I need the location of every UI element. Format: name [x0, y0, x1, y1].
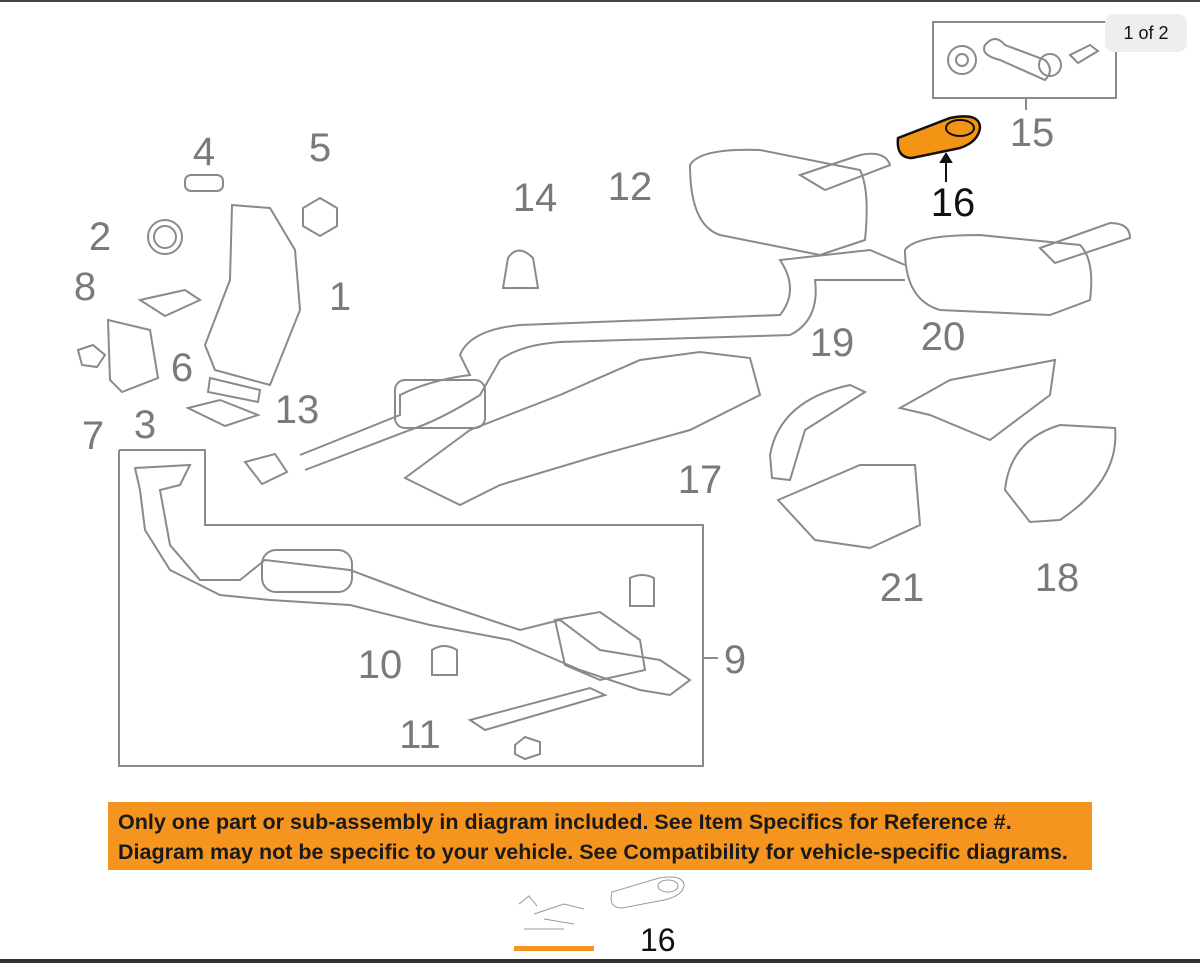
thumbnail-1[interactable]: [514, 884, 594, 955]
callout-21: 21: [879, 566, 925, 610]
callout-16: 16: [930, 181, 976, 225]
top-border: [0, 0, 1200, 2]
callout-11: 11: [399, 713, 441, 757]
callout-6: 6: [170, 346, 194, 390]
thumbnail-part-icon: [610, 876, 685, 909]
subassembly-9-box: [118, 449, 704, 767]
banner-line-1: Only one part or sub-assembly in diagram…: [118, 810, 1012, 834]
callout-13: 13: [274, 388, 320, 432]
subassembly-15-box: [932, 21, 1117, 99]
exhaust-parts-diagram: [76, 21, 1132, 767]
callout-1: 1: [328, 275, 352, 319]
callout-15: 15: [1009, 111, 1055, 155]
callout-18: 18: [1034, 556, 1080, 600]
thumbnail-diagram-icon: [514, 895, 594, 951]
thumbnail-label: 16: [640, 922, 676, 958]
callout-8: 8: [73, 265, 97, 309]
part-16-highlight: [896, 115, 982, 160]
callout-12: 12: [607, 165, 653, 209]
banner-line-2: Diagram may not be specific to your vehi…: [118, 840, 1068, 864]
disclaimer-banner: Only one part or sub-assembly in diagram…: [108, 802, 1092, 870]
callout-7: 7: [81, 414, 105, 458]
callout-10: 10: [357, 643, 403, 687]
callout-14: 14: [512, 176, 558, 220]
callout-5: 5: [308, 126, 332, 170]
callout-3: 3: [133, 403, 157, 447]
callout-20: 20: [920, 315, 966, 359]
callout-19: 19: [809, 321, 855, 365]
image-counter-badge: 1 of 2: [1105, 14, 1187, 52]
callout-4: 4: [192, 130, 216, 174]
thumbnail-2[interactable]: 16: [604, 874, 692, 958]
callout-2: 2: [88, 215, 112, 259]
bottom-border: [0, 959, 1200, 963]
callout-17: 17: [677, 458, 723, 502]
callout-9: 9: [723, 638, 747, 682]
